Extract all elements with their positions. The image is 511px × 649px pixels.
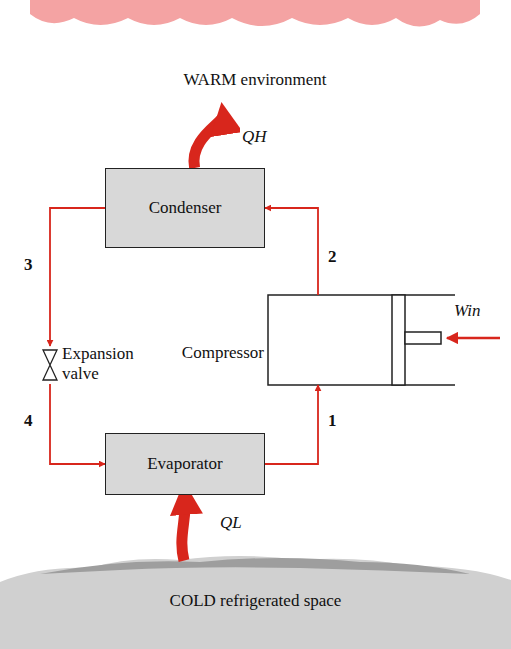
heat-flow-arrow bbox=[182, 495, 185, 561]
state-number: 4 bbox=[22, 412, 35, 431]
node-text: COLD refrigerated space bbox=[160, 591, 351, 611]
heat-label: QL bbox=[218, 514, 244, 533]
refrigerant-line bbox=[50, 208, 105, 346]
state-number: 3 bbox=[22, 256, 35, 275]
node-text: Condenser bbox=[149, 198, 222, 218]
valve-node: Expansion valve bbox=[40, 346, 152, 384]
environment-region: WARM environment bbox=[30, 0, 480, 115]
heat-flow-arrow bbox=[194, 115, 224, 168]
work-arrow bbox=[447, 337, 500, 340]
compressor-node: Compressor bbox=[160, 295, 455, 385]
cold-ground-band bbox=[40, 558, 470, 574]
work-label: Win bbox=[452, 302, 482, 321]
refrigerant-line bbox=[265, 208, 318, 295]
node-text: Expansion valve bbox=[62, 344, 150, 383]
cold-ground bbox=[0, 556, 511, 649]
refrigerant-line bbox=[50, 384, 105, 464]
evaporator-box: Evaporator bbox=[105, 433, 265, 495]
cold-space-region: COLD refrigerated space bbox=[0, 555, 511, 649]
warm-cloud bbox=[30, 0, 480, 27]
node-text: Compressor bbox=[160, 343, 264, 363]
compressor-cylinder bbox=[268, 295, 455, 385]
state-number: 1 bbox=[326, 412, 339, 431]
expansion-valve-symbol bbox=[43, 350, 57, 380]
node-text: Evaporator bbox=[147, 454, 223, 474]
node-text: WARM environment bbox=[30, 70, 480, 90]
refrigerant-line bbox=[265, 385, 318, 464]
heat-label: QH bbox=[240, 128, 269, 147]
state-number: 2 bbox=[326, 248, 339, 267]
condenser-box: Condenser bbox=[105, 168, 265, 248]
